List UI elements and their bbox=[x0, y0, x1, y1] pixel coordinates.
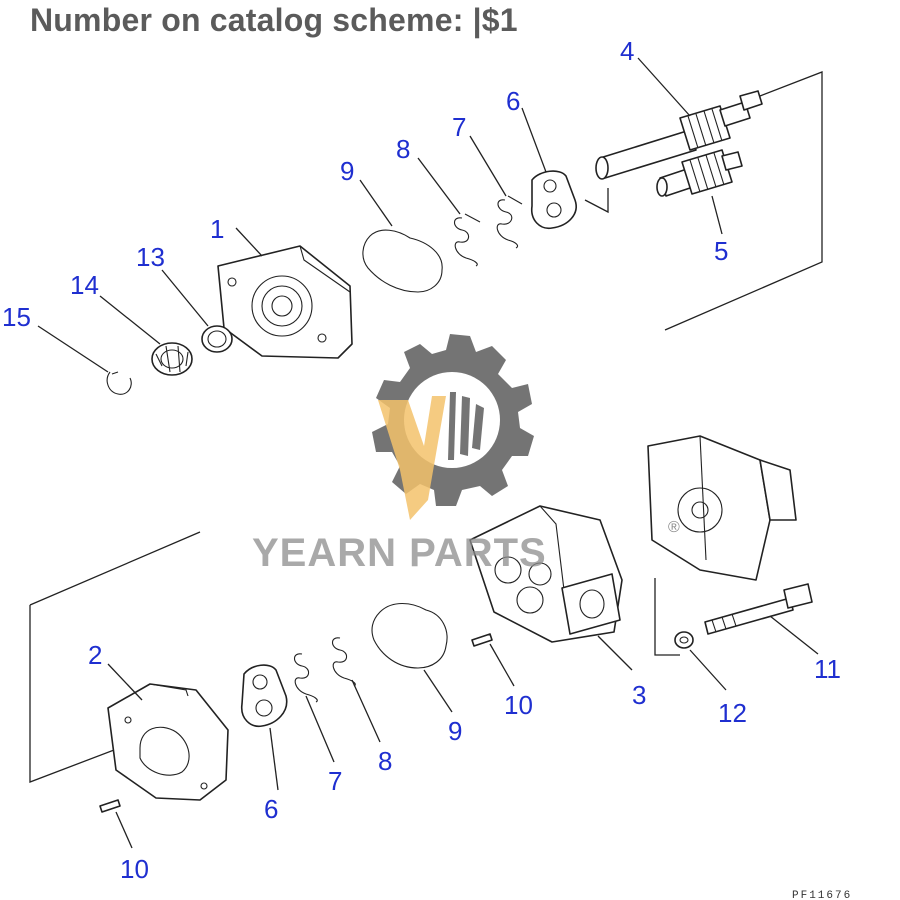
part-14-oil-seal bbox=[151, 342, 193, 376]
part-10-dowel-pin-upper bbox=[471, 633, 493, 647]
part-10-dowel-pin-lower bbox=[99, 799, 121, 813]
part-9-gasket-top bbox=[362, 229, 443, 293]
part-12-washer bbox=[674, 631, 694, 649]
callout-9: 9 bbox=[448, 716, 462, 746]
part-8-seal-clip-bottom bbox=[331, 637, 356, 687]
part-13-washer bbox=[201, 325, 233, 353]
callout-8: 8 bbox=[378, 746, 392, 776]
callout-13: 13 bbox=[136, 242, 165, 272]
part-11-bolt bbox=[704, 583, 813, 635]
callout-7: 7 bbox=[328, 766, 342, 796]
callout-3: 3 bbox=[632, 680, 646, 710]
part-6-bushing-plate-bottom bbox=[240, 664, 288, 728]
callout-15: 15 bbox=[2, 302, 31, 332]
callout-11: 11 bbox=[814, 654, 841, 684]
part-2-rear-cover bbox=[107, 683, 229, 801]
callout-labels: 4 5 6 7 8 9 1 13 14 15 2 6 7 8 9 10 3 12… bbox=[2, 36, 841, 884]
assembly-frame-bottom bbox=[29, 531, 680, 783]
part-15-snap-ring bbox=[106, 371, 132, 395]
part-1-front-cover bbox=[217, 245, 353, 359]
part-7-seal-clip-bottom bbox=[293, 653, 318, 703]
callout-7: 7 bbox=[452, 112, 466, 142]
callout-8: 8 bbox=[396, 134, 410, 164]
callout-1: 1 bbox=[210, 214, 224, 244]
part-7-seal-clip-top bbox=[496, 195, 523, 249]
yearn-parts-watermark: YEARN PARTS ® bbox=[252, 334, 680, 575]
page-title: Number on catalog scheme: |$1 bbox=[30, 2, 518, 38]
callout-9: 9 bbox=[340, 156, 354, 186]
part-9-gasket-bottom bbox=[371, 602, 448, 669]
assembly-frame-top bbox=[584, 71, 823, 331]
callout-10: 10 bbox=[504, 690, 533, 720]
pump-housing-body bbox=[647, 435, 797, 581]
callout-4: 4 bbox=[620, 36, 634, 66]
part-3-gear-case bbox=[469, 505, 623, 643]
part-4-drive-shaft bbox=[595, 90, 763, 180]
callout-6: 6 bbox=[506, 86, 520, 116]
callout-6: 6 bbox=[264, 794, 278, 824]
registered-mark: ® bbox=[668, 519, 680, 536]
callout-10: 10 bbox=[120, 854, 149, 884]
part-5-driven-gear bbox=[656, 149, 743, 197]
callout-12: 12 bbox=[718, 698, 747, 728]
watermark-brand-text: YEARN PARTS bbox=[252, 531, 547, 575]
leader-lines bbox=[37, 57, 819, 849]
part-8-seal-clip-top bbox=[453, 213, 481, 267]
callout-14: 14 bbox=[70, 270, 99, 300]
callout-5: 5 bbox=[714, 236, 728, 266]
gear-logo-icon bbox=[372, 334, 534, 520]
drawing-code: PF11676 bbox=[792, 890, 852, 900]
part-6-bushing-plate-top bbox=[530, 170, 577, 230]
callout-2: 2 bbox=[88, 640, 102, 670]
